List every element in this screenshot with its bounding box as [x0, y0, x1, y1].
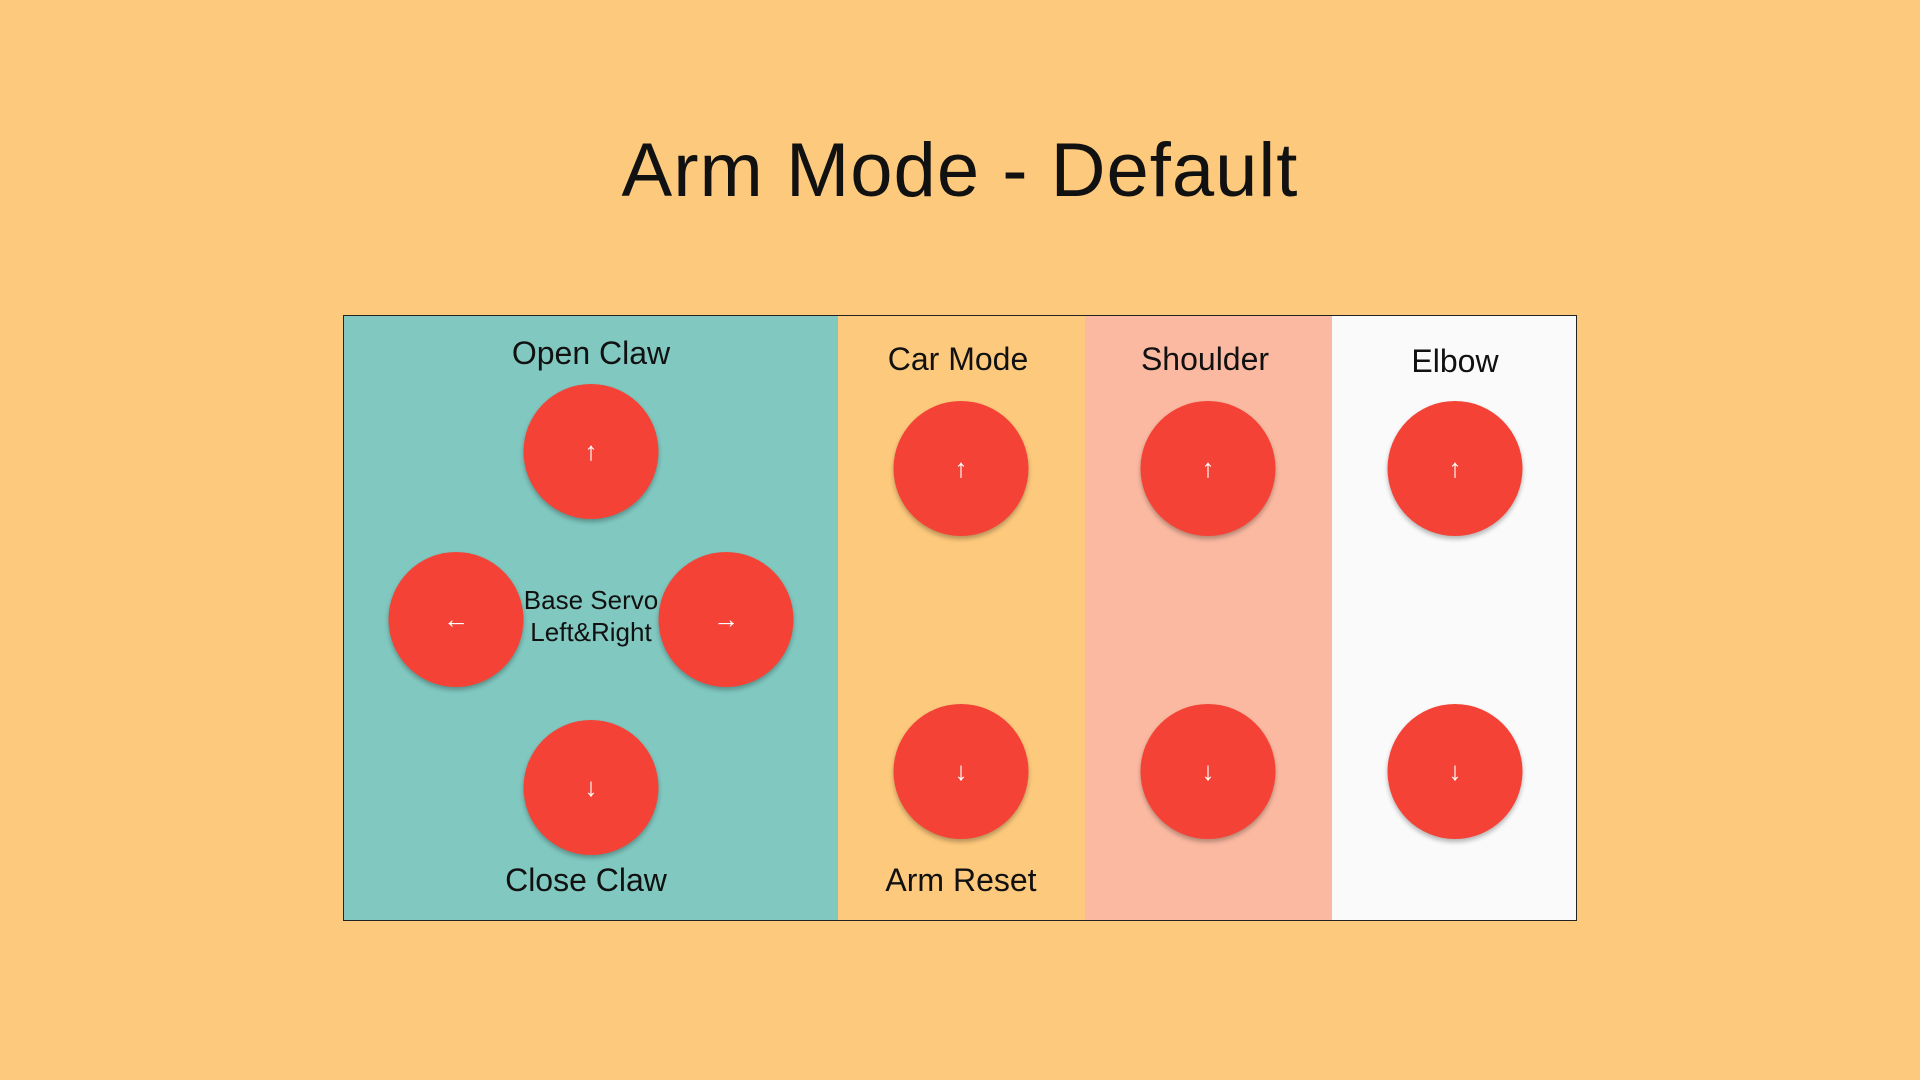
elbow-down-button[interactable]: ↓	[1387, 704, 1523, 839]
arrow-down-icon: ↓	[954, 756, 968, 786]
shoulder-up-button[interactable]: ↑	[1140, 401, 1276, 536]
arrow-up-icon: ↑	[1201, 453, 1215, 483]
arrow-right-icon: →	[713, 604, 739, 634]
base-left-button[interactable]: ←	[388, 552, 524, 687]
arrow-down-icon: ↓	[584, 772, 598, 802]
car-mode-label: Car Mode	[887, 341, 1029, 377]
arrow-down-icon: ↓	[1201, 756, 1215, 786]
elbow-section: Elbow ↑ ↓	[1332, 316, 1576, 920]
base-servo-label-line1: Base Servo	[523, 585, 659, 615]
arrow-down-icon: ↓	[1448, 756, 1462, 786]
arrow-left-icon: ←	[443, 604, 469, 634]
close-claw-label: Close Claw	[505, 862, 667, 898]
page-title: Arm Mode - Default	[621, 128, 1299, 213]
shoulder-section: Shoulder ↑ ↓	[1085, 316, 1332, 920]
arrow-up-icon: ↑	[1448, 453, 1462, 483]
elbow-up-button[interactable]: ↑	[1387, 401, 1523, 536]
arrow-up-icon: ↑	[584, 436, 598, 466]
base-servo-label-line2: Left&Right	[530, 617, 652, 647]
control-panel: Open Claw ↑ ← Base Servo Left&Right → ↓ …	[343, 315, 1577, 921]
open-claw-button[interactable]: ↑	[523, 384, 659, 519]
base-servo-label: Base Servo Left&Right	[524, 584, 658, 648]
car-mode-button[interactable]: ↑	[893, 401, 1029, 536]
open-claw-label: Open Claw	[511, 335, 671, 371]
shoulder-label: Shoulder	[1140, 341, 1270, 377]
car-section: Car Mode ↑ ↓ Arm Reset	[838, 316, 1085, 920]
arrow-up-icon: ↑	[954, 453, 968, 483]
shoulder-down-button[interactable]: ↓	[1140, 704, 1276, 839]
elbow-label: Elbow	[1411, 343, 1499, 379]
close-claw-button[interactable]: ↓	[523, 720, 659, 855]
claw-section: Open Claw ↑ ← Base Servo Left&Right → ↓ …	[344, 316, 838, 920]
base-right-button[interactable]: →	[658, 552, 794, 687]
arm-reset-label: Arm Reset	[885, 862, 1037, 898]
arm-reset-button[interactable]: ↓	[893, 704, 1029, 839]
